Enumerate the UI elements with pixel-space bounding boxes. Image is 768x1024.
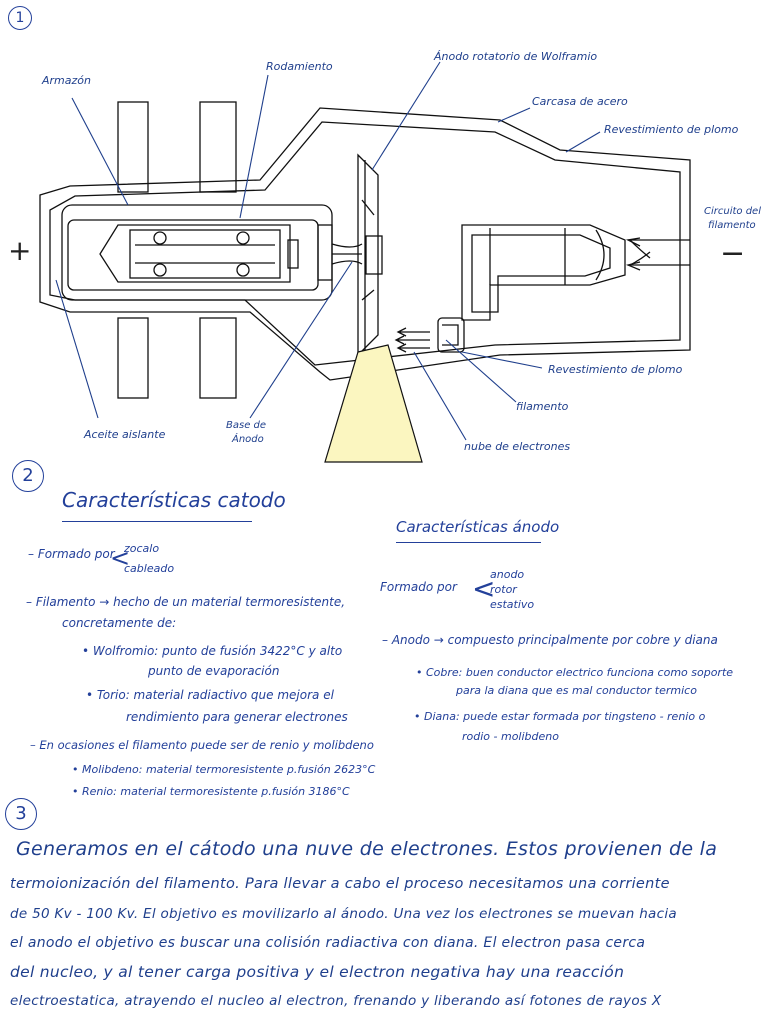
outer-housing: [39, 107, 691, 381]
anodo-formado-item: estativo: [490, 598, 535, 611]
label-revestimiento-bottom: Revestimiento de plomo: [548, 363, 683, 376]
label-circuito-line2: filamento: [708, 220, 756, 231]
catodo-wolframio: • Wolfromio: punto de fusión 3422°C y al…: [82, 644, 343, 658]
paragraph-line: el anodo el objetivo es buscar una colis…: [10, 935, 646, 951]
paragraph-line: de 50 Kv - 100 Kv. El objetivo es movili…: [10, 906, 677, 922]
cathode-assembly: [461, 224, 626, 321]
label-base-line1: Base de: [226, 420, 267, 431]
section-number-2: 2: [12, 460, 44, 492]
catodo-renio: • Renio: material termoresistente p.fusi…: [72, 785, 350, 798]
label-rodamiento: Rodamiento: [266, 60, 333, 73]
anodo-formado-por: Formado por: [380, 580, 457, 594]
paragraph-line: del nucleo, y al tener carga positiva y …: [10, 963, 625, 981]
catodo-formado-brace: <: [110, 544, 131, 572]
section-number-3: 3: [5, 798, 37, 830]
stator-block-bottom-right: [199, 317, 237, 399]
catodo-filamento-cont: concretamente de:: [62, 616, 177, 630]
anodo-formado-brace: <: [472, 572, 496, 605]
label-nube: nube de electrones: [464, 440, 571, 453]
catodo-torio-cont: rendimiento para generar electrones: [126, 710, 348, 724]
anodo-diana-cont: rodio - molibdeno: [462, 730, 559, 743]
catodo-title-underline: [62, 521, 252, 522]
anodo-title-underline: [396, 542, 541, 543]
rotor-housing: [61, 204, 333, 301]
catodo-filamento: – Filamento → hecho de un material termo…: [26, 595, 346, 609]
label-aceite: Aceite aislante: [84, 428, 166, 441]
anodo-cobre: • Cobre: buen conductor electrico funcio…: [416, 666, 734, 679]
rotor-end-cap: [287, 239, 299, 269]
xray-beam: [324, 344, 423, 463]
shaft-collar: [317, 224, 333, 281]
stator-block-top-right: [199, 101, 237, 193]
anode-disk: [357, 153, 379, 357]
catodo-molibdeno: • Molibdeno: material termoresistente p.…: [72, 763, 376, 776]
rotor-body: [99, 224, 291, 283]
anodo-formado-item: anodo: [490, 568, 525, 581]
xray-tube-diagram: [39, 61, 691, 463]
label-carcasa: Carcasa de acero: [532, 95, 628, 108]
label-filamento: filamento: [516, 400, 569, 413]
catodo-ocasiones: – En ocasiones el filamento puede ser de…: [30, 738, 374, 752]
paragraph-line: Generamos en el cátodo una nuve de elect…: [16, 838, 718, 860]
catodo-torio: • Torio: material radiactivo que mejora …: [86, 688, 334, 702]
label-armazon: Armazón: [42, 74, 91, 87]
minus-sign: −: [720, 236, 746, 271]
plus-sign: +: [8, 234, 32, 267]
stator-block-bottom-left: [117, 317, 149, 399]
anodo-cobre-cont: para la diana que es mal conductor termi…: [456, 684, 697, 697]
label-base-line2: Ánodo: [232, 434, 264, 445]
anodo-title: Características ánodo: [396, 518, 560, 536]
label-anodo-rotatorio: Ánodo rotatorio de Wolframio: [434, 50, 598, 63]
label-circuito-line1: Circuito del: [704, 206, 761, 217]
section-number-1: 1: [8, 6, 32, 30]
catodo-formado-item: zocalo: [124, 542, 160, 555]
catodo-title: Características catodo: [62, 488, 286, 512]
catodo-formado-por: – Formado por: [28, 547, 115, 561]
paragraph-line: electroestatica, atrayendo el nucleo al …: [10, 993, 662, 1009]
catodo-formado-item: cableado: [124, 562, 175, 575]
paragraph-line: termoionización del filamento. Para llev…: [10, 876, 670, 892]
stator-block-top-left: [117, 101, 149, 193]
rotor-core: [129, 229, 281, 279]
anodo-formado-item: rotor: [490, 583, 517, 596]
anodo-diana: • Diana: puede estar formada por tingste…: [414, 710, 706, 723]
catodo-wolframio-cont: punto de evaporación: [148, 664, 280, 678]
label-revestimiento-top: Revestimiento de plomo: [604, 123, 739, 136]
anodo-line: – Anodo → compuesto principalmente por c…: [382, 633, 718, 647]
focusing-cup: [437, 317, 465, 353]
